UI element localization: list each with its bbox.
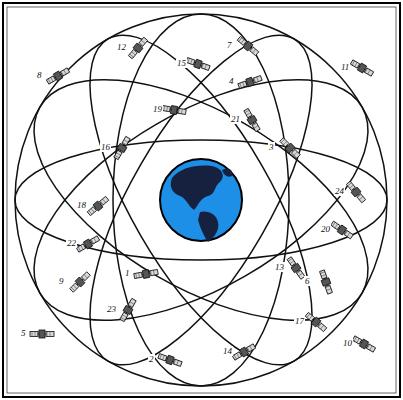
- satellite-icon: [86, 195, 110, 217]
- callout-number: 13: [274, 262, 285, 272]
- callout-number: 7: [226, 40, 233, 50]
- callout-number: 11: [340, 62, 350, 72]
- satellite-icon: [127, 36, 149, 60]
- callout-number: 16: [100, 142, 111, 152]
- callout-number: 23: [106, 304, 117, 314]
- frame: [3, 3, 400, 397]
- callout-number: 22: [66, 238, 77, 248]
- satellite-icon: [113, 136, 132, 161]
- satellite-icon: [161, 104, 186, 116]
- callout-number: 17: [294, 316, 305, 326]
- callout-number: 8: [36, 70, 43, 80]
- callout-number: 3: [268, 142, 275, 152]
- orbits: [0, 4, 403, 396]
- callout-number: 1: [124, 268, 131, 278]
- satellite-icon: [157, 352, 182, 368]
- satellites: [30, 35, 376, 368]
- satellite-icon: [185, 56, 210, 72]
- callout-number: 19: [152, 104, 163, 114]
- callout-number: 12: [116, 42, 127, 52]
- callout-number: 2: [148, 354, 155, 364]
- satellite-icon: [119, 298, 138, 323]
- satellite-icon: [46, 67, 71, 86]
- satellite-icon: [232, 343, 257, 362]
- satellite-icon: [76, 235, 101, 254]
- satellite-icon: [352, 335, 377, 354]
- satellite-icon: [30, 330, 54, 338]
- callout-number: 4: [228, 76, 235, 86]
- satellite-icon: [69, 271, 92, 294]
- satellite-icon: [304, 311, 328, 333]
- satellite-icon: [236, 35, 260, 57]
- callout-number: 10: [342, 338, 353, 348]
- callout-number: 6: [304, 276, 311, 286]
- satellite-icon: [279, 137, 302, 160]
- callout-number: 5: [20, 328, 27, 338]
- callout-number: 20: [320, 224, 331, 234]
- satellite-icon: [350, 59, 375, 78]
- callout-number: 9: [58, 276, 65, 286]
- satellite-icon: [133, 268, 158, 280]
- satellite-icon: [243, 108, 262, 133]
- callout-number: 21: [230, 114, 241, 124]
- callout-number: 14: [222, 346, 233, 356]
- callout-number: 15: [176, 58, 187, 68]
- satellite-icon: [345, 180, 367, 204]
- satellite-icon: [237, 74, 262, 90]
- satellite-icon: [330, 220, 354, 240]
- satellite-icon: [318, 269, 334, 294]
- earth: [158, 157, 244, 243]
- callout-number: 18: [76, 200, 87, 210]
- callout-number: 24: [334, 186, 345, 196]
